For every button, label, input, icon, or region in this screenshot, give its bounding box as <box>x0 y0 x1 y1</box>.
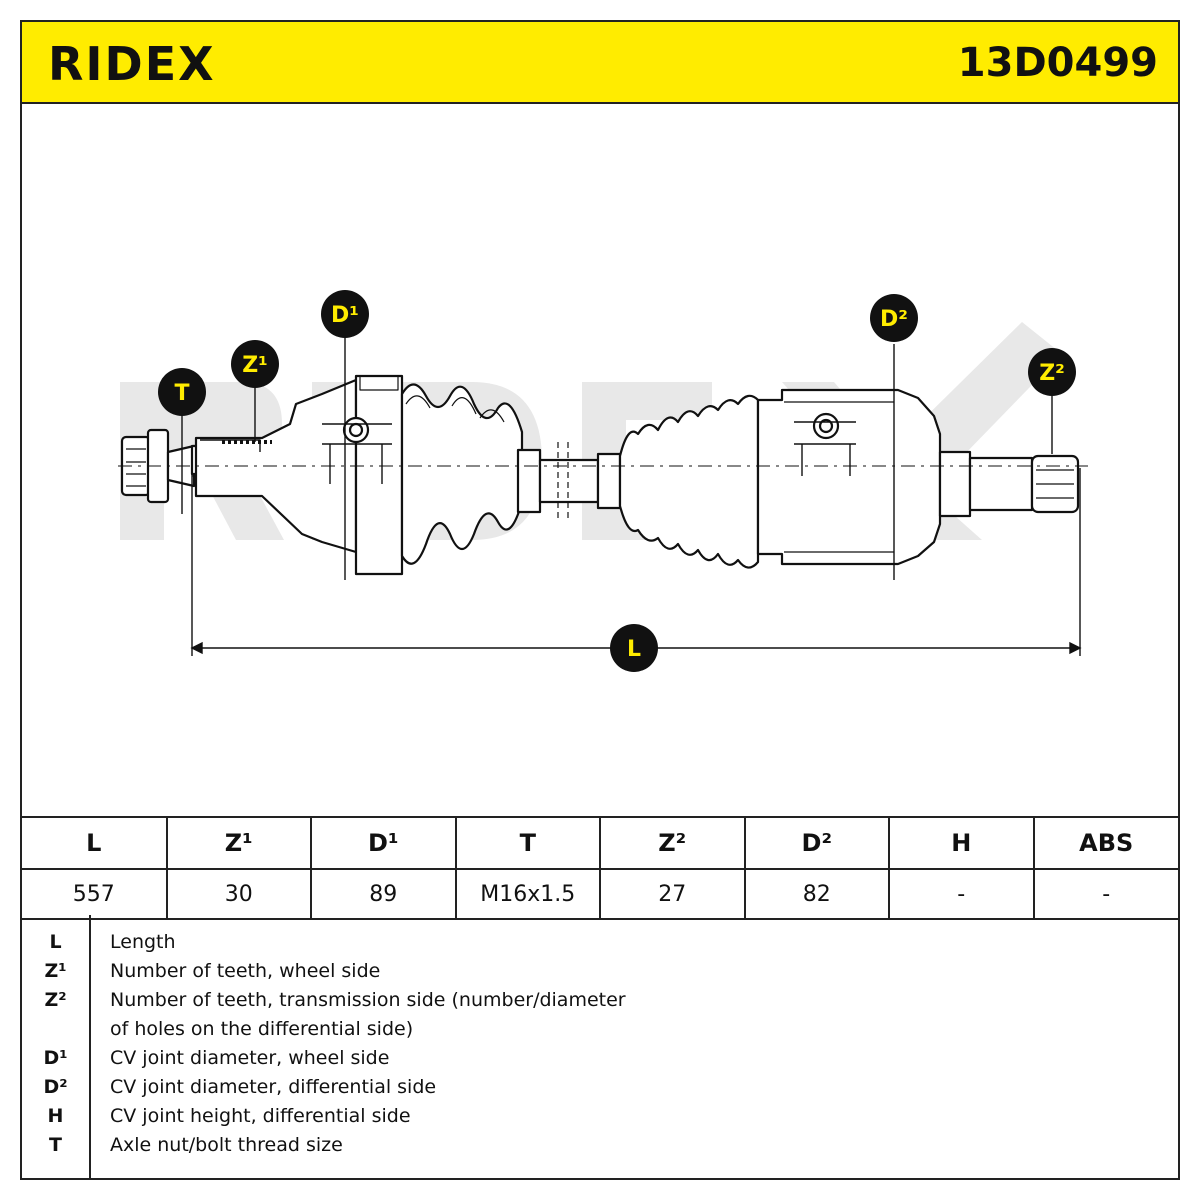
legend-row: T Axle nut/bolt thread size <box>22 1134 1122 1163</box>
spec-header: T <box>454 816 601 870</box>
header-bar: RIDEX 13D0499 <box>22 22 1178 104</box>
legend-row: Z¹ Number of teeth, wheel side <box>22 960 1122 989</box>
label-z2[interactable]: Z² <box>1028 348 1076 396</box>
legend-symbol: T <box>49 1134 62 1156</box>
spec-value: 27 <box>599 868 746 920</box>
legend-row: D¹ CV joint diameter, wheel side <box>22 1047 1122 1076</box>
spec-value: 557 <box>22 868 168 920</box>
spec-table: L Z¹ D¹ T Z² D² H ABS 557 30 89 M16x1.5 … <box>22 816 1178 920</box>
legend: L Length Z¹ Number of teeth, wheel side … <box>22 915 1178 1180</box>
legend-description: of holes on the differential side) <box>110 1018 414 1040</box>
spec-header: Z² <box>599 816 746 870</box>
legend-row: of holes on the differential side) <box>22 1018 1122 1047</box>
ridex-logo: RIDEX <box>48 40 216 86</box>
svg-text:Z¹: Z¹ <box>242 353 268 378</box>
spec-header-row: L Z¹ D¹ T Z² D² H ABS <box>22 816 1178 870</box>
spec-header: D¹ <box>310 816 457 870</box>
spec-value-row: 557 30 89 M16x1.5 27 82 - - <box>22 868 1178 920</box>
svg-text:D²: D² <box>880 307 908 332</box>
spec-header: L <box>22 816 168 870</box>
spec-header: D² <box>743 816 890 870</box>
legend-description: Length <box>110 931 176 953</box>
legend-row: D² CV joint diameter, differential side <box>22 1076 1122 1105</box>
legend-symbol: D¹ <box>43 1047 68 1069</box>
svg-text:D¹: D¹ <box>331 303 359 328</box>
drive-shaft-drawing: T Z¹ D¹ D² Z² L <box>118 290 1088 672</box>
legend-symbol: H <box>47 1105 64 1127</box>
legend-description: Number of teeth, wheel side <box>110 960 381 982</box>
part-number: 13D0499 <box>957 40 1158 86</box>
legend-symbol: Z¹ <box>44 960 67 982</box>
legend-description: Axle nut/bolt thread size <box>110 1134 343 1156</box>
legend-symbol: D² <box>43 1076 68 1098</box>
spec-value: 89 <box>310 868 457 920</box>
legend-description: CV joint diameter, wheel side <box>110 1047 390 1069</box>
spec-value: - <box>888 868 1035 920</box>
legend-symbol: Z² <box>44 989 67 1011</box>
spec-value: 82 <box>743 868 890 920</box>
spec-header: H <box>888 816 1035 870</box>
product-sheet: RIDEX 13D0499 <box>20 20 1180 1180</box>
legend-description: Number of teeth, transmission side (numb… <box>110 989 626 1011</box>
legend-row: Z² Number of teeth, transmission side (n… <box>22 989 1122 1018</box>
spec-header: ABS <box>1032 816 1178 870</box>
label-t[interactable]: T <box>158 368 206 416</box>
spec-value: 30 <box>165 868 312 920</box>
svg-text:RIDEX: RIDEX <box>48 40 216 86</box>
spec-header: Z¹ <box>165 816 312 870</box>
label-d2[interactable]: D² <box>870 294 918 342</box>
legend-description: CV joint diameter, differential side <box>110 1076 437 1098</box>
legend-row: H CV joint height, differential side <box>22 1105 1122 1134</box>
spec-value: M16x1.5 <box>454 868 601 920</box>
legend-divider <box>89 915 91 1180</box>
spec-value: - <box>1032 868 1178 920</box>
svg-text:Z²: Z² <box>1039 361 1065 386</box>
label-z1[interactable]: Z¹ <box>231 340 279 388</box>
legend-description: CV joint height, differential side <box>110 1105 411 1127</box>
svg-text:L: L <box>627 637 641 662</box>
legend-symbol: L <box>49 931 62 953</box>
label-l[interactable]: L <box>610 624 658 672</box>
svg-text:T: T <box>174 381 189 406</box>
label-d1[interactable]: D¹ <box>321 290 369 338</box>
legend-row: L Length <box>22 931 1122 960</box>
